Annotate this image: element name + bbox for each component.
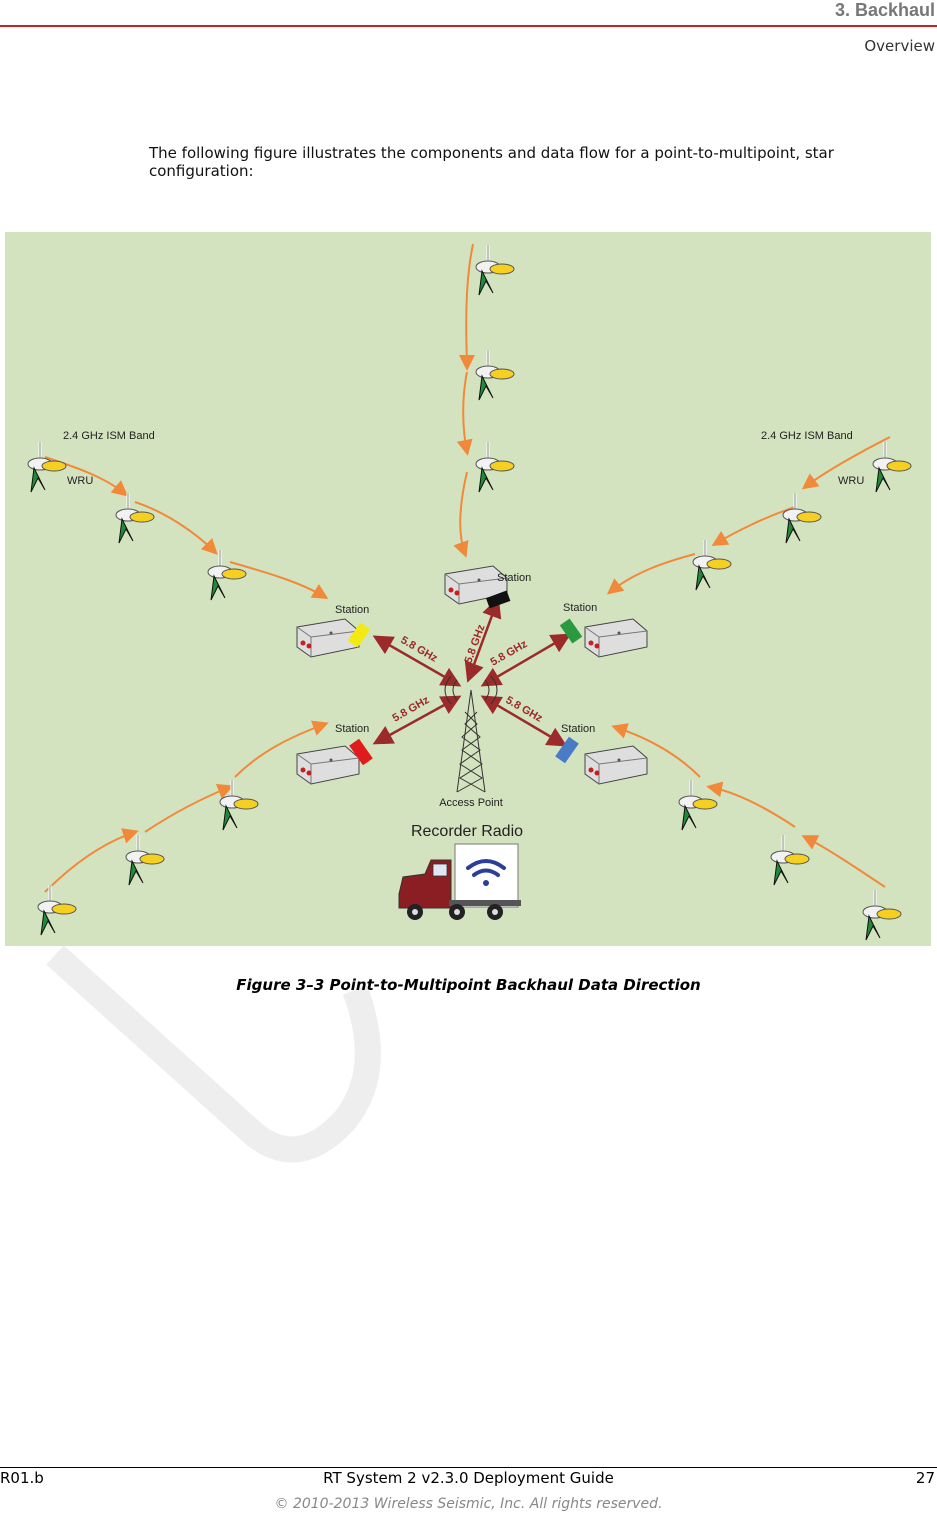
- figure-caption: Figure 3–3 Point-to-Multipoint Backhaul …: [236, 976, 701, 994]
- chapter-title: 3. Backhaul: [834, 0, 935, 20]
- section-title: Overview: [864, 37, 935, 55]
- station-label: Station: [563, 602, 597, 614]
- recorder-truck: [398, 843, 521, 920]
- recorder-radio-label: Recorder Radio: [411, 823, 523, 840]
- station-label: Station: [561, 723, 595, 735]
- station-upper-left: Station: [296, 604, 371, 658]
- footer-rule: [0, 1467, 937, 1468]
- station-lower-left: Station: [296, 723, 373, 785]
- access-point-label: Access Point: [439, 797, 503, 809]
- draft-watermark: [46, 945, 381, 1163]
- station-top: Station: [444, 565, 531, 609]
- station-label: Station: [497, 572, 531, 584]
- band-label-left: 2.4 GHz ISM Band: [63, 430, 155, 442]
- footer-copyright: © 2010-2013 Wireless Seismic, Inc. All r…: [274, 1496, 663, 1512]
- band-label-right: 2.4 GHz ISM Band: [761, 430, 853, 442]
- wru-label-right: WRU: [838, 475, 864, 487]
- intro-paragraph: The following figure illustrates the com…: [149, 144, 834, 180]
- access-point-tower: Access Point: [439, 675, 503, 809]
- station-lower-right: Station: [555, 723, 648, 785]
- footer-page-number: 27: [915, 1469, 935, 1487]
- wru-links: [44, 243, 891, 893]
- header-rule: [0, 25, 937, 27]
- wru-label-left: WRU: [67, 475, 93, 487]
- wifi-icon: [466, 859, 506, 886]
- network-diagram: 5.8 GHz 5.8 GHz 5.8 GHz 5.8 GHz 5.8 GHz …: [5, 232, 931, 946]
- station-label: Station: [335, 604, 369, 616]
- footer-doc-title: RT System 2 v2.3.0 Deployment Guide: [323, 1469, 614, 1487]
- station-label: Station: [335, 723, 369, 735]
- backhaul-links: [372, 597, 572, 747]
- station-upper-right: Station: [559, 602, 648, 658]
- footer-revision: R01.b: [0, 1469, 44, 1487]
